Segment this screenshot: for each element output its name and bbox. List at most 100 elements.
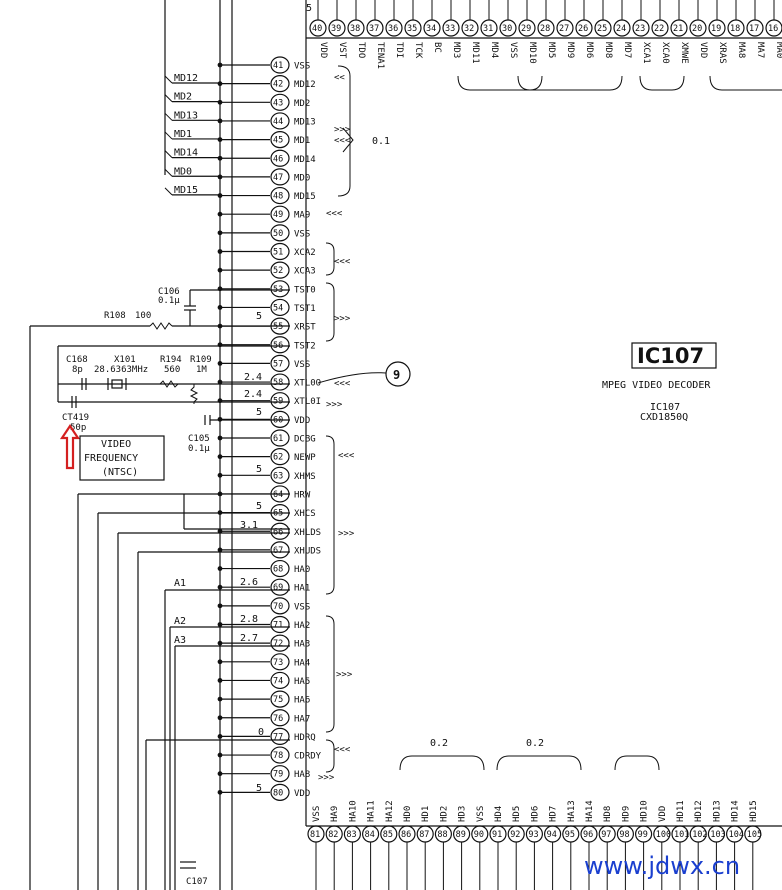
pin-marker [270, 280, 290, 298]
pin-name: HA14 [585, 800, 595, 822]
pin-number: 17 [749, 24, 759, 34]
pin-name: MA7 [755, 42, 765, 58]
pin-marker [385, 19, 403, 37]
pin-name: XTL0O [294, 379, 321, 389]
pin-name: MD8 [603, 42, 613, 58]
svg-text:3.1: 3.1 [240, 520, 258, 531]
pin-name: HD9 [621, 806, 631, 822]
bus-label: MD15 [174, 185, 198, 196]
pin-name: HA6 [294, 696, 310, 706]
pin-marker [270, 559, 290, 578]
pin-number: 19 [711, 24, 721, 34]
svg-text:100: 100 [135, 311, 151, 321]
pin-name: XCA3 [294, 267, 316, 277]
pin-number: 24 [616, 24, 626, 34]
pin-number: 45 [273, 136, 283, 146]
pin-marker [270, 242, 290, 261]
svg-text:C106: C106 [158, 287, 180, 297]
svg-text:C105: C105 [188, 434, 210, 444]
pin-marker [270, 765, 290, 783]
top-pin-row: 40VDD39VST38TDO37TENA136TDI35TCK34BC33MD… [309, 0, 782, 69]
pin-marker [270, 578, 290, 596]
pin-number: 102 [692, 830, 707, 840]
group-arrow-markers: << >>> <<< <<< <<< >>> <<< >>> <<< >>> >… [318, 73, 355, 783]
pin-marker [270, 448, 290, 466]
pin-name: DCBG [294, 435, 316, 445]
svg-text:5: 5 [256, 464, 262, 475]
pin-name: CDRDY [294, 752, 322, 762]
pin-name: HD3 [458, 806, 468, 822]
pin-number: 93 [528, 830, 538, 840]
pin-marker [594, 19, 612, 37]
pin-number: 86 [401, 830, 411, 840]
pin-number: 21 [673, 24, 683, 34]
bus-label: MD2 [174, 92, 192, 103]
pin-marker [575, 19, 593, 37]
pin-marker [270, 298, 290, 317]
pin-name: VSS [508, 42, 518, 58]
pin-number: 29 [521, 24, 531, 34]
pin-name: HA5 [294, 677, 310, 687]
pin-marker [651, 19, 669, 37]
pin-marker [270, 429, 290, 447]
pin-name: HD2 [439, 806, 449, 822]
pin-name: HA9 [330, 806, 340, 822]
svg-text:X101: X101 [114, 355, 136, 365]
svg-text:R194: R194 [160, 355, 182, 365]
pin-name: MD4 [489, 42, 499, 58]
pin-number: 39 [331, 24, 341, 34]
pin-number: 61 [273, 434, 283, 444]
pin-name: XHLDS [294, 528, 321, 538]
pin-number: 36 [388, 24, 398, 34]
pin-number: 27 [559, 24, 569, 34]
pin-name: MA0 [774, 42, 782, 58]
pin-number: 91 [492, 830, 502, 840]
pin-number: 89 [456, 830, 466, 840]
pin-marker [270, 373, 290, 391]
pin-name: VSS [294, 62, 310, 72]
pin-number: 42 [273, 80, 283, 90]
pin-marker [270, 392, 290, 410]
pin-number: 31 [483, 24, 493, 34]
pin-marker [270, 131, 290, 149]
pin-number: 28 [540, 24, 550, 34]
pin-marker [270, 522, 290, 540]
pin-number: 16 [768, 24, 778, 34]
pin-name: VSS [294, 360, 310, 370]
pin-name: HD11 [676, 800, 686, 822]
pin-name: MD13 [294, 117, 316, 127]
pin-number: 101 [674, 830, 689, 840]
pin-marker [727, 19, 745, 37]
pin-marker [708, 19, 726, 37]
svg-text:0.1μ: 0.1μ [158, 296, 180, 306]
pin-name: NEWP [294, 453, 316, 463]
pin-number: 92 [510, 830, 520, 840]
pin-name: HA2 [294, 621, 310, 631]
pin-marker [270, 168, 290, 186]
svg-text:A3: A3 [174, 635, 186, 646]
pin-number: 49 [273, 210, 283, 220]
pin-number: 104 [729, 830, 744, 840]
pin-name: HD0 [403, 806, 413, 822]
pin-number: 26 [578, 24, 588, 34]
pin-name: HA10 [348, 800, 358, 822]
pin-marker [404, 19, 422, 37]
pin-number: 69 [273, 583, 283, 593]
